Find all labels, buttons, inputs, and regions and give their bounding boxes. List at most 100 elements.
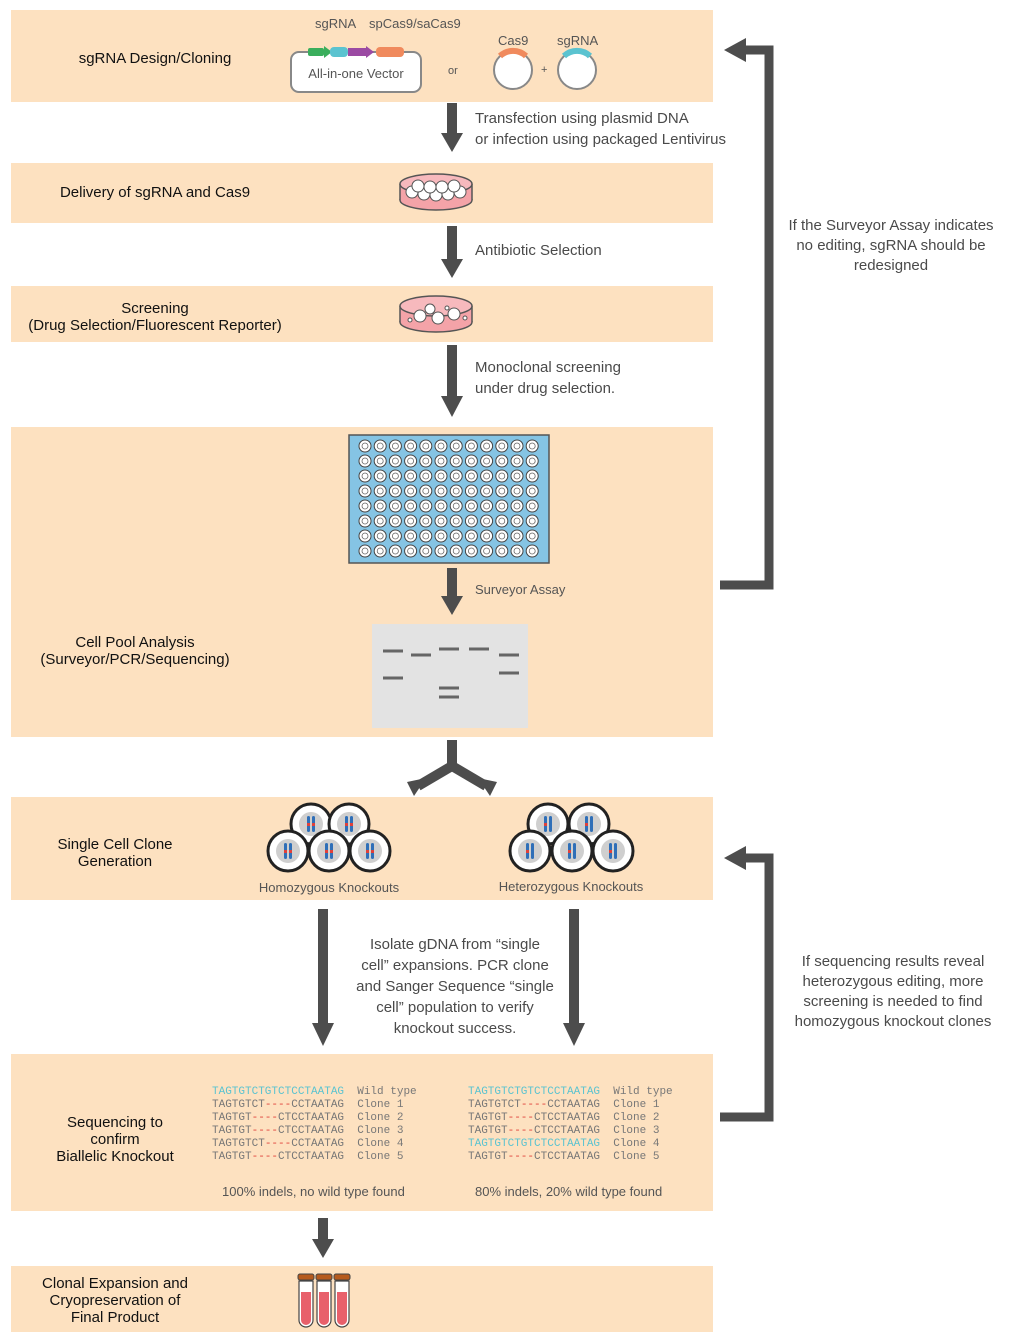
well: [404, 544, 418, 558]
well-inner: [437, 517, 445, 525]
well-inner: [483, 487, 491, 495]
well-inner: [391, 487, 399, 495]
well: [480, 439, 494, 453]
sequence-text: CTCCTAATAG: [534, 1112, 601, 1124]
sequence-text: TAGTGTCT: [212, 1099, 265, 1111]
well-inner: [467, 487, 475, 495]
sequence-label: Clone 3: [344, 1125, 404, 1137]
well-inner: [376, 502, 384, 510]
well: [495, 529, 509, 543]
sequence-text: TAGTGT: [468, 1112, 508, 1124]
well: [419, 544, 433, 558]
homozygous-label: Homozygous Knockouts: [258, 880, 400, 895]
well: [419, 439, 433, 453]
cell: [508, 829, 552, 873]
well-inner: [437, 532, 445, 540]
well: [495, 514, 509, 528]
well: [510, 544, 524, 558]
sequence-label: Clone 1: [600, 1099, 660, 1111]
feedback-note-top: If the Surveyor Assay indicates no editi…: [788, 217, 994, 274]
surveyor-gel: [372, 624, 528, 728]
step-cell-pool-title: Cell Pool Analysis (Surveyor/PCR/Sequenc…: [40, 634, 230, 668]
or-label: or: [448, 65, 458, 77]
well: [373, 499, 387, 513]
sequence-row: TAGTGTCTGTCTCCTAATAG Clone 4: [468, 1138, 673, 1151]
cell: [348, 829, 392, 873]
cell: [591, 829, 635, 873]
well-inner: [528, 457, 536, 465]
all-in-one-vector-label: All-in-one Vector: [308, 66, 404, 81]
well: [525, 514, 539, 528]
well-inner: [452, 547, 460, 555]
sequence-text: TAGTGT: [212, 1112, 252, 1124]
well: [480, 484, 494, 498]
well: [419, 514, 433, 528]
well: [404, 454, 418, 468]
well: [464, 514, 478, 528]
well: [404, 469, 418, 483]
well: [480, 544, 494, 558]
well-inner: [483, 472, 491, 480]
cas9-plasmid: [493, 50, 533, 90]
well-inner: [391, 442, 399, 450]
sequence-label: Clone 4: [600, 1138, 660, 1150]
well: [495, 469, 509, 483]
vector-orange-element: [376, 47, 404, 57]
well: [510, 514, 524, 528]
vector-purple-element: [348, 48, 366, 56]
well: [480, 514, 494, 528]
mutation-mark: [568, 850, 571, 853]
transition-monoclonal-screening: Monoclonal screening under drug selectio…: [475, 359, 621, 397]
step-single-cell-title: Single Cell Clone Generation: [57, 836, 173, 870]
mutation-mark: [544, 823, 547, 826]
cryo-tubes: [297, 1273, 351, 1328]
sequence-row: TAGTGT----CTCCTAATAG Clone 3: [212, 1125, 417, 1138]
well-inner: [483, 442, 491, 450]
well-inner: [528, 547, 536, 555]
sequence-deletion: ----: [251, 1112, 279, 1124]
well: [510, 469, 524, 483]
well: [373, 469, 387, 483]
sgrna-element-label: sgRNA: [315, 16, 357, 31]
well-inner: [498, 472, 506, 480]
well-inner: [528, 517, 536, 525]
step-sequencing-title: Sequencing to confirm Biallelic Knockout: [56, 1114, 174, 1165]
band-final: [11, 1266, 713, 1332]
well-inner: [376, 472, 384, 480]
well: [464, 529, 478, 543]
well: [419, 454, 433, 468]
well: [525, 499, 539, 513]
sequence-label: Clone 2: [600, 1112, 660, 1124]
well-inner: [452, 472, 460, 480]
petri-dish-delivery: [399, 173, 473, 211]
cryo-tube: [333, 1273, 351, 1328]
sequence-label: Wild type: [600, 1086, 673, 1098]
well: [388, 499, 402, 513]
cell: [266, 829, 310, 873]
well-inner: [467, 472, 475, 480]
well-inner: [467, 517, 475, 525]
sequence-text: CCTAATAG: [547, 1099, 601, 1111]
well-inner: [376, 547, 384, 555]
well: [419, 469, 433, 483]
well: [373, 529, 387, 543]
mutation-mark: [585, 823, 588, 826]
sequence-deletion: ----: [251, 1151, 279, 1163]
well: [388, 514, 402, 528]
band-delivery: [11, 163, 713, 223]
well: [525, 439, 539, 453]
well-inner: [513, 472, 521, 480]
sgrna-plasmid: [557, 50, 597, 90]
well-inner: [467, 502, 475, 510]
well: [388, 454, 402, 468]
well: [495, 484, 509, 498]
plus-label: +: [541, 64, 548, 76]
well-inner: [361, 502, 369, 510]
tube-liquid: [337, 1292, 347, 1325]
well: [449, 454, 463, 468]
cell: [307, 829, 351, 873]
well-inner: [376, 442, 384, 450]
well-inner: [422, 547, 430, 555]
